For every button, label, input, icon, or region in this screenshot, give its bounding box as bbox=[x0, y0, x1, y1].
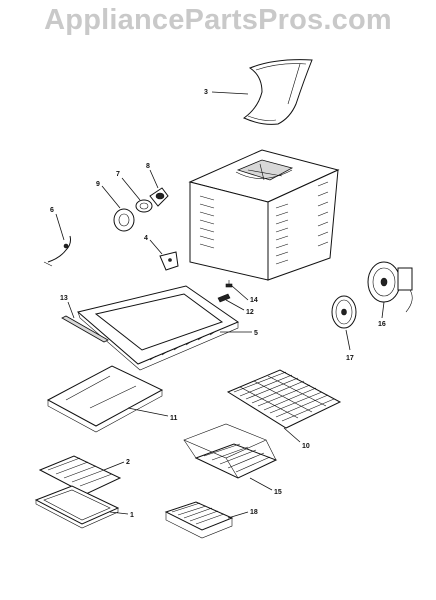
callout-12: 12 bbox=[246, 309, 254, 316]
callout-10: 10 bbox=[302, 443, 310, 450]
part-12-screw[interactable] bbox=[217, 293, 231, 303]
callout-labels: 3 7 8 9 6 4 14 12 5 13 17 16 11 10 2 1 1… bbox=[50, 89, 386, 519]
callout-15: 15 bbox=[274, 489, 282, 496]
part-2-broiler-grid[interactable] bbox=[38, 455, 122, 495]
part-3-vent-panel[interactable] bbox=[242, 59, 313, 125]
part-13-side-rail[interactable] bbox=[61, 315, 109, 343]
part-1-broiler-pan[interactable] bbox=[34, 485, 120, 529]
callout-2: 2 bbox=[126, 459, 130, 466]
part-6-temperature-sensor[interactable] bbox=[43, 235, 71, 267]
part-7-lamp-socket[interactable] bbox=[135, 199, 153, 213]
callout-16: 16 bbox=[378, 321, 386, 328]
part-18-small-rack[interactable] bbox=[164, 501, 234, 539]
callout-17: 17 bbox=[346, 355, 354, 362]
callout-8: 8 bbox=[146, 163, 150, 170]
callout-9: 9 bbox=[96, 181, 100, 188]
callout-7: 7 bbox=[116, 171, 120, 178]
callout-3: 3 bbox=[204, 89, 208, 96]
oven-cavity bbox=[188, 149, 340, 281]
callout-18: 18 bbox=[250, 509, 258, 516]
part-9-light-bulb[interactable] bbox=[113, 208, 135, 232]
part-10-oven-rack[interactable] bbox=[226, 369, 342, 429]
part-5-oven-bottom[interactable] bbox=[76, 285, 240, 371]
callout-4: 4 bbox=[144, 235, 148, 242]
callout-6: 6 bbox=[50, 207, 54, 214]
watermark: AppliancePartsPros.com bbox=[44, 4, 392, 36]
part-11-bottom-cover[interactable] bbox=[46, 365, 164, 433]
callout-11: 11 bbox=[170, 415, 178, 422]
part-14-clip[interactable] bbox=[225, 280, 233, 288]
part-17-fan-blade[interactable] bbox=[331, 295, 357, 329]
part-16-fan-motor[interactable] bbox=[367, 261, 413, 313]
callout-14: 14 bbox=[250, 297, 258, 304]
callout-5: 5 bbox=[254, 330, 258, 337]
callout-13: 13 bbox=[60, 295, 68, 302]
part-8-lamp-housing[interactable] bbox=[149, 187, 169, 207]
part-15-rollout-rack[interactable] bbox=[183, 423, 278, 479]
leader-lines bbox=[55, 91, 385, 519]
callout-1: 1 bbox=[130, 512, 134, 519]
part-4-bracket[interactable] bbox=[159, 251, 179, 271]
